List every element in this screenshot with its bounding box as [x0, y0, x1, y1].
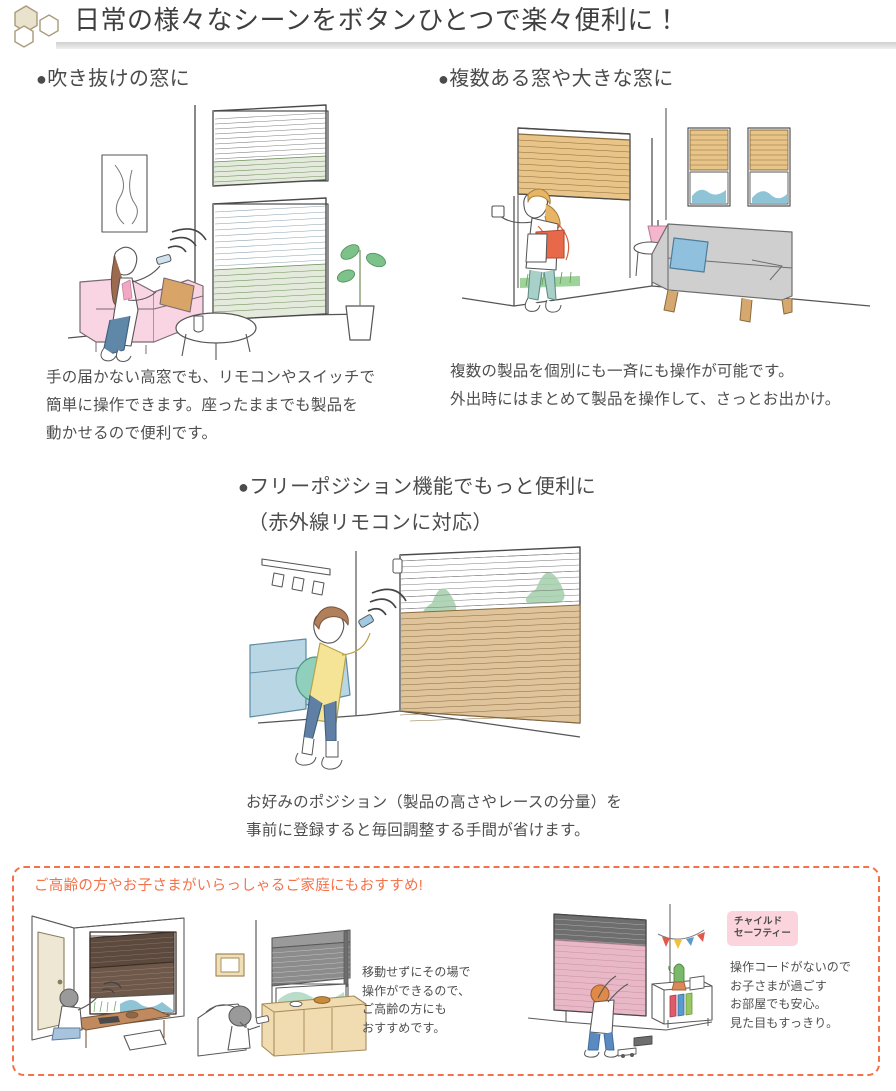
caption-middle: お好みのポジション（製品の高さやレースの分量）を 事前に登録すると毎回調整する手… [246, 789, 716, 845]
recommendation-box-title: ご高齢の方やお子さまがいらっしゃるご家庭にもおすすめ! [34, 878, 424, 894]
mini-caption-elderly-line-4: おすすめです。 [362, 1020, 446, 1035]
bullet-dot-icon: ● [238, 477, 250, 497]
caption-middle-line-1: お好みのポジション（製品の高さやレースの分量）を [246, 794, 623, 811]
hexagon-cluster-icon [8, 4, 66, 50]
section-heading-right-label: 複数ある窓や大きな窓に [449, 68, 674, 90]
mini-caption-elderly-line-1: 移動せずにその場で [362, 965, 471, 979]
section-heading-left: ●吹き抜けの窓に [36, 62, 190, 91]
page-header: 日常の様々なシーンをボタンひとつで楽々便利に！ [0, 0, 896, 52]
illustration-free-position-room [249, 545, 650, 785]
caption-left: 手の届かない高窓でも、リモコンやスイッチで 簡単に操作できます。座ったままでも製… [46, 364, 446, 448]
caption-left-line-3: 動かせるので便利です。 [46, 425, 218, 442]
mini-caption-elderly-line-2: 操作ができるので、 [362, 983, 471, 998]
mini-caption-child-line-4: 見た目もすっきり。 [730, 1015, 839, 1030]
section-heading-middle-label: フリーポジション機能でもっと便利に [249, 476, 597, 498]
section-heading-right: ●複数ある窓や大きな窓に [438, 62, 674, 91]
illustration-multiple-windows-living-room [452, 100, 872, 350]
section-heading-left-label: 吹き抜けの窓に [47, 68, 191, 90]
mini-caption-elderly-line-3: ご高齢の方にも [362, 1002, 447, 1016]
child-safety-badge: チャイルド セーフティー [727, 911, 799, 946]
section-heading-middle-sub: （赤外線リモコンに対応） [248, 512, 493, 534]
header-divider [56, 42, 896, 49]
illustration-high-window-living-room [58, 100, 448, 362]
caption-right-line-1: 複数の製品を個別にも一斉にも操作が可能です。 [450, 363, 794, 380]
illustration-tatami-room-elderly [24, 898, 194, 1056]
caption-right-line-2: 外出時にはまとめて製品を操作して、さっとお出かけ。 [450, 391, 841, 408]
caption-left-line-2: 簡単に操作できます。座ったままでも製品を [46, 397, 358, 414]
caption-right: 複数の製品を個別にも一斉にも操作が可能です。 外出時にはまとめて製品を操作して、… [450, 358, 886, 414]
caption-left-line-1: 手の届かない高窓でも、リモコンやスイッチで [46, 369, 376, 386]
mini-caption-elderly: 移動せずにその場で 操作ができるので、 ご高齢の方にも おすすめです。 [362, 963, 512, 1037]
mini-caption-child-line-3: お部屋でも安心。 [730, 997, 827, 1011]
mini-caption-child-line-2: お子さまが過ごす [730, 978, 827, 993]
bullet-dot-icon: ● [36, 69, 48, 89]
illustration-kids-room-child [524, 898, 714, 1058]
section-heading-middle: ●フリーポジション機能でもっと便利に [238, 470, 596, 499]
child-safety-badge-line-2: セーフティー [734, 928, 792, 939]
illustration-bedroom-remote [197, 900, 368, 1057]
page-title: 日常の様々なシーンをボタンひとつで楽々便利に！ [74, 5, 681, 35]
mini-caption-child-safety: 操作コードがないので お子さまが過ごす お部屋でも安心。 見た目もすっきり。 [730, 958, 880, 1032]
caption-middle-line-2: 事前に登録すると毎回調整する手間が省けます。 [246, 822, 590, 839]
child-safety-badge-line-1: チャイルド [734, 916, 783, 927]
mini-caption-child-line-1: 操作コードがないので [730, 960, 852, 974]
bullet-dot-icon: ● [438, 69, 450, 89]
